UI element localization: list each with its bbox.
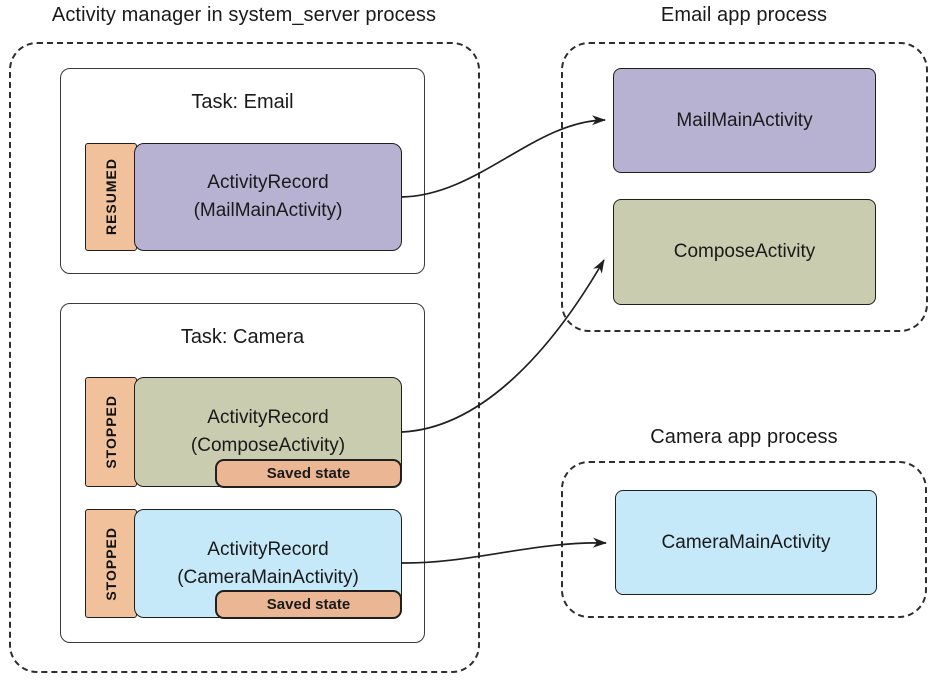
camera-app-process-title: Camera app process bbox=[650, 426, 838, 448]
record-line1: ActivityRecord bbox=[207, 538, 329, 560]
record-line2: (MailMainActivity) bbox=[193, 200, 343, 221]
task-camera-title: Task: Camera bbox=[180, 326, 305, 348]
activity-manager-title: Activity manager in system_server proces… bbox=[51, 4, 437, 26]
activity-label: CameraMainActivity bbox=[661, 531, 831, 553]
record-line1: ActivityRecord bbox=[207, 407, 329, 429]
email-app-process-boundary: MailMainActivity ComposeActivity bbox=[561, 42, 928, 332]
email-app-process-title: Email app process bbox=[660, 4, 828, 26]
record-row-mailmain: RESUMED ActivityRecord (MailMainActivity… bbox=[85, 143, 402, 251]
record-row-compose: STOPPED ActivityRecord (ComposeActivity)… bbox=[85, 377, 402, 488]
state-tab-label: RESUMED bbox=[103, 158, 119, 236]
activity-label: ComposeActivity bbox=[673, 241, 816, 262]
state-tab-label: STOPPED bbox=[103, 526, 119, 601]
camera-app-process-boundary: CameraMainActivity bbox=[561, 461, 927, 618]
state-tab-label: STOPPED bbox=[103, 395, 119, 469]
saved-state-badge-cameramain: Saved state bbox=[215, 590, 402, 619]
saved-state-badge-compose: Saved state bbox=[215, 459, 402, 488]
record-line2: (CameraMainActivity) bbox=[177, 566, 359, 588]
task-email-title: Task: Email bbox=[191, 91, 294, 113]
activity-record-compose: ActivityRecord (ComposeActivity) Saved s… bbox=[134, 377, 402, 488]
activity-record-mailmain: ActivityRecord (MailMainActivity) bbox=[134, 143, 402, 251]
saved-state-label: Saved state bbox=[266, 464, 351, 482]
record-line2: (ComposeActivity) bbox=[190, 435, 346, 456]
record-line1: ActivityRecord bbox=[207, 172, 329, 194]
activity-box-mailmain: MailMainActivity bbox=[613, 68, 876, 173]
activity-label: MailMainActivity bbox=[676, 109, 813, 131]
activity-box-cameramain: CameraMainActivity bbox=[615, 490, 877, 595]
activity-record-cameramain: ActivityRecord (CameraMainActivity) Save… bbox=[134, 509, 402, 619]
state-tab-stopped-1: STOPPED bbox=[85, 377, 137, 487]
state-tab-stopped-2: STOPPED bbox=[85, 509, 137, 618]
record-row-cameramain: STOPPED ActivityRecord (CameraMainActivi… bbox=[85, 509, 402, 619]
saved-state-label: Saved state bbox=[266, 595, 351, 613]
state-tab-resumed: RESUMED bbox=[85, 143, 137, 251]
activity-box-compose: ComposeActivity bbox=[613, 199, 876, 305]
